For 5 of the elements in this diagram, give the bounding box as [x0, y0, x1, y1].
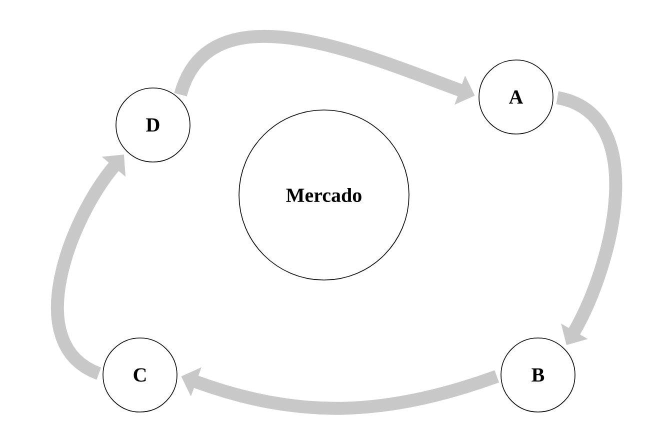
circle-node: A [478, 60, 554, 134]
circle-node: Mercado [238, 110, 410, 280]
circle-node: D [116, 88, 190, 162]
circle-node: C [102, 338, 178, 412]
circle-node: B [500, 338, 576, 412]
